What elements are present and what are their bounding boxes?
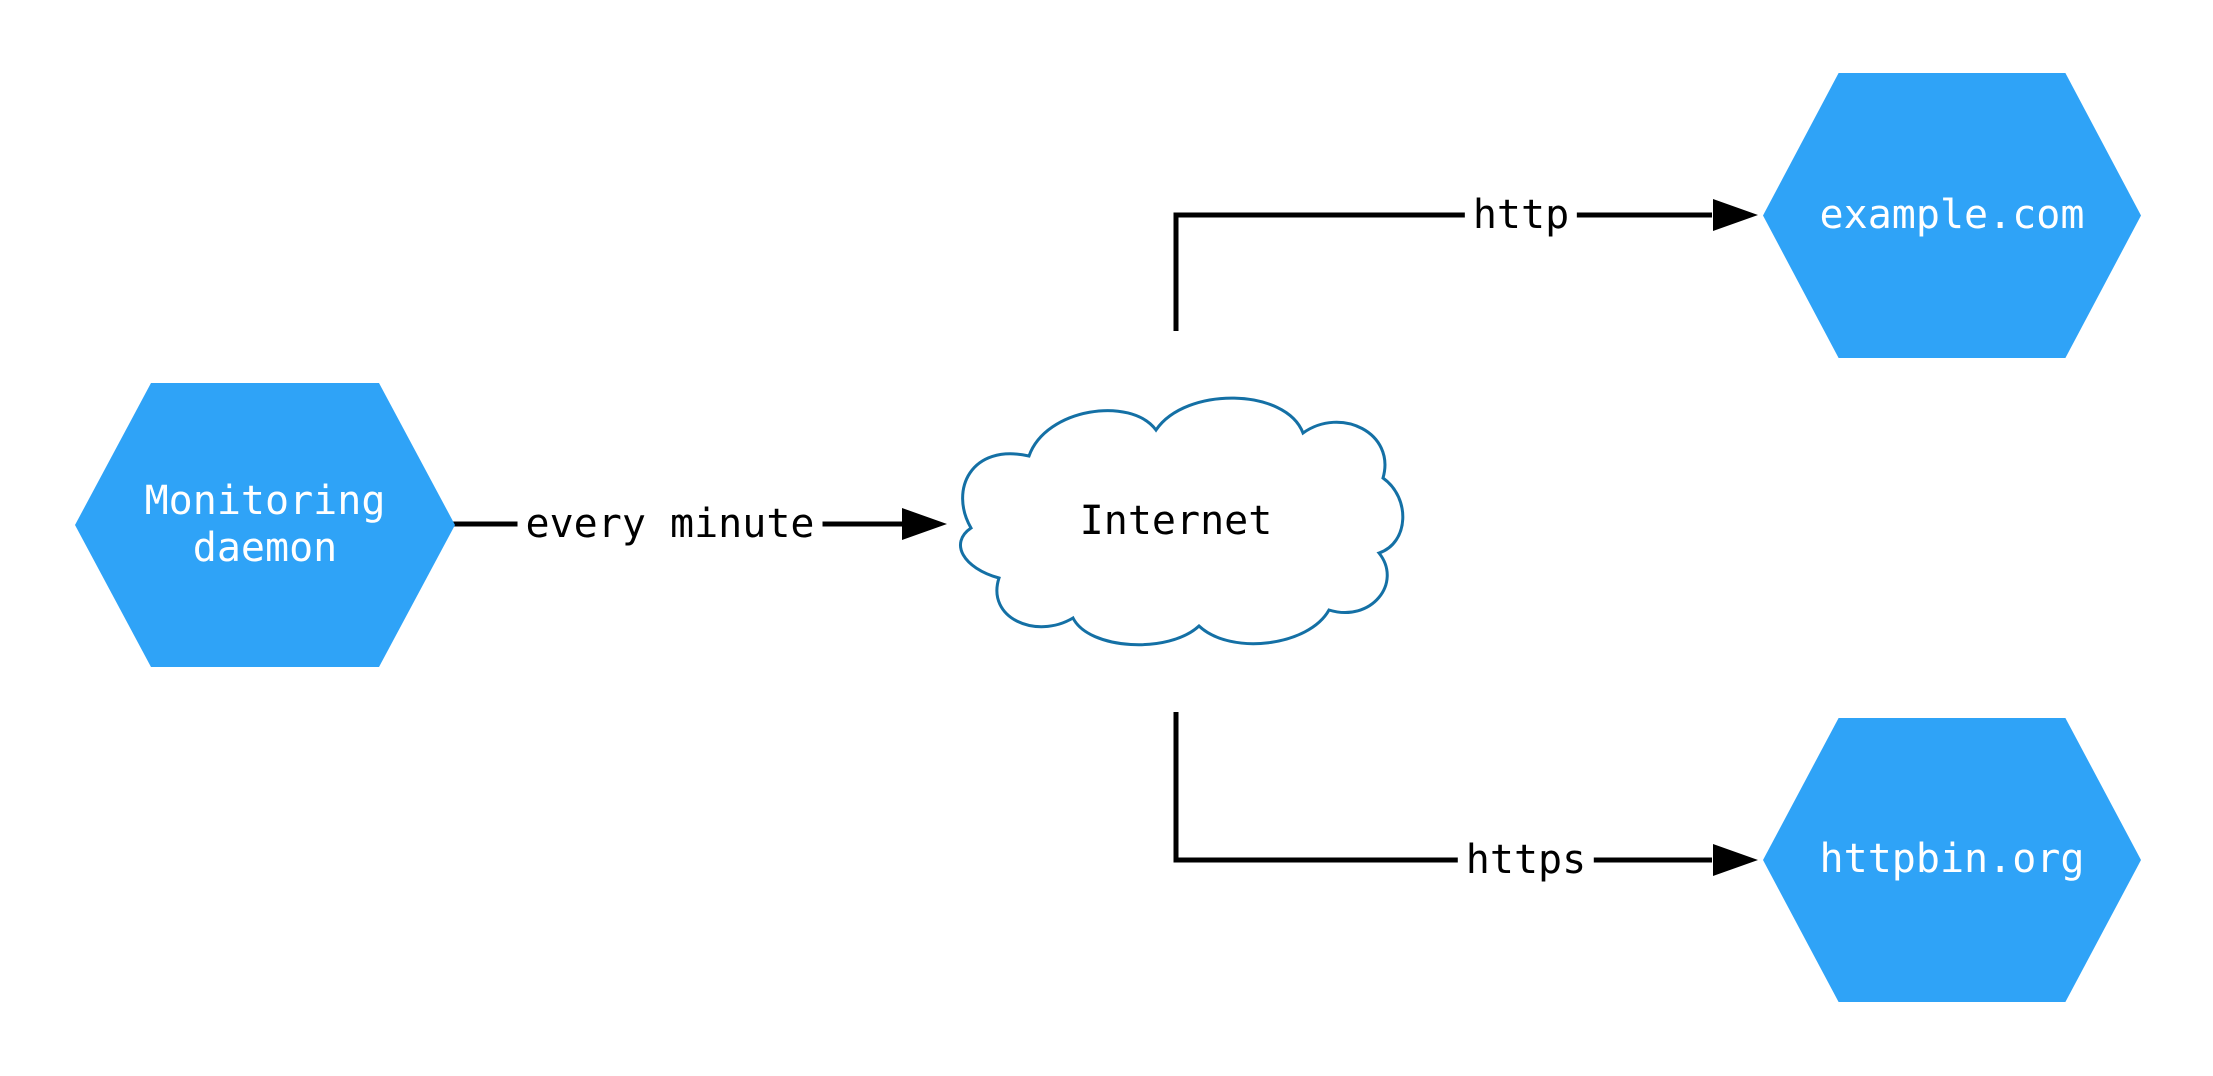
node-httpbin-org-label: httpbin.org	[1819, 836, 2085, 883]
arrowhead-to-example	[1713, 199, 1758, 231]
node-example-com: example.com	[1763, 73, 2141, 358]
node-monitoring-daemon-label: Monitoring daemon	[144, 477, 386, 571]
node-example-com-label: example.com	[1819, 191, 2085, 238]
node-monitoring-daemon: Monitoring daemon	[75, 383, 455, 667]
arrowhead-to-httpbin	[1713, 844, 1758, 876]
edge-label-http: http	[1464, 192, 1578, 238]
edge-label-https: https	[1457, 837, 1595, 883]
internet-cloud-shape	[959, 396, 1405, 647]
edge-label-every-minute: every minute	[517, 501, 823, 547]
arrowhead-to-internet	[902, 508, 947, 540]
node-httpbin-org: httpbin.org	[1763, 718, 2141, 1002]
node-internet-label: Internet	[1079, 498, 1273, 544]
